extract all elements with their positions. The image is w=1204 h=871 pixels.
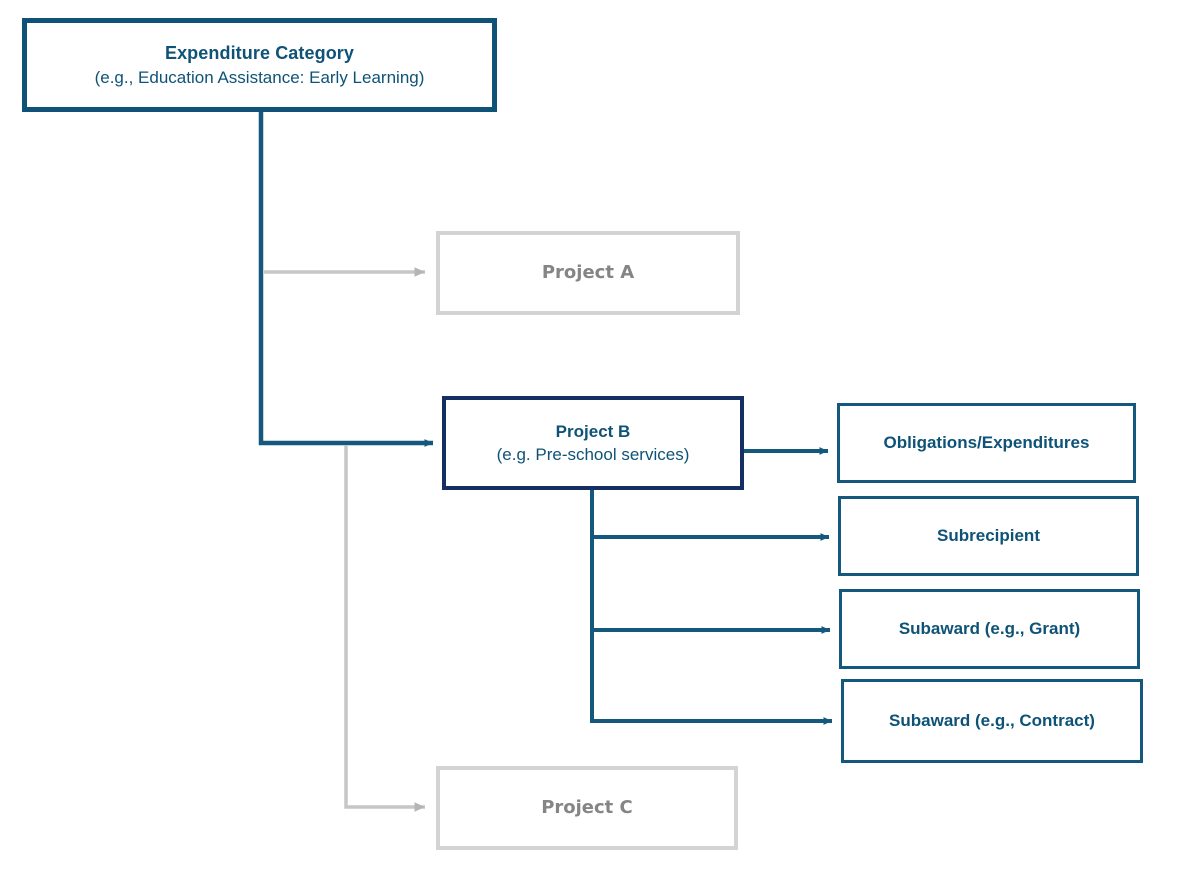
- connector-project-b-to-subrecipient: [590, 490, 829, 541]
- project-a-title: Project A: [541, 261, 635, 283]
- expenditure-category-subtitle: (e.g., Education Assistance: Early Learn…: [94, 67, 425, 87]
- subrecipient-title: Subrecipient: [937, 526, 1040, 546]
- subaward-contract-title: Subaward (e.g., Contract): [889, 711, 1095, 731]
- node-subaward-contract[interactable]: Subaward (e.g., Contract): [841, 679, 1143, 763]
- obligations-expenditures-title: Obligations/Expenditures: [883, 433, 1090, 453]
- connector-root-to-project-c: [344, 445, 425, 812]
- node-subaward-grant[interactable]: Subaward (e.g., Grant): [839, 589, 1140, 669]
- project-b-title: Project B: [555, 421, 631, 441]
- node-expenditure-category[interactable]: Expenditure Category (e.g., Education As…: [22, 18, 497, 112]
- connector-project-b-to-subgrant: [590, 537, 830, 634]
- connector-project-b-to-subcontract: [590, 630, 832, 725]
- node-subrecipient[interactable]: Subrecipient: [838, 496, 1139, 576]
- node-obligations-expenditures[interactable]: Obligations/Expenditures: [837, 403, 1136, 483]
- node-project-c[interactable]: Project C: [436, 766, 738, 850]
- expenditure-category-title: Expenditure Category: [164, 43, 355, 64]
- subaward-grant-title: Subaward (e.g., Grant): [898, 619, 1081, 639]
- project-b-subtitle: (e.g. Pre-school services): [496, 445, 690, 464]
- node-project-b[interactable]: Project B (e.g. Pre-school services): [442, 396, 744, 490]
- node-project-a[interactable]: Project A: [436, 231, 740, 315]
- project-c-title: Project C: [541, 796, 633, 818]
- connector-root-to-project-b: [258, 112, 433, 447]
